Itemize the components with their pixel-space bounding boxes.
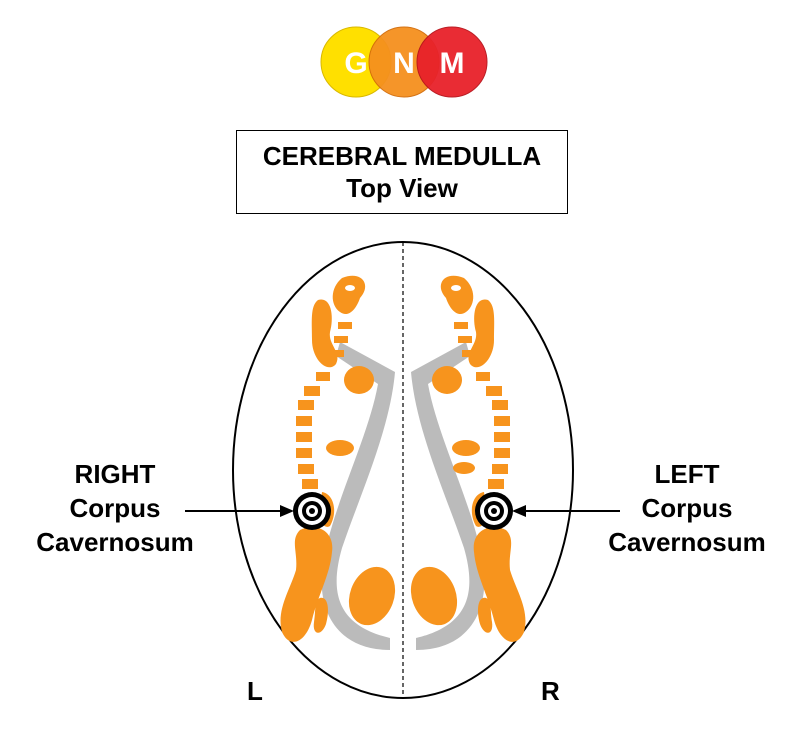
target-rings-icon [293, 492, 331, 530]
relay-big-oval-left [348, 566, 396, 626]
label-right-line-3: Cavernosum [608, 527, 766, 557]
target-rings-icon [475, 492, 513, 530]
relay-oval-right [452, 440, 480, 456]
relay-round-left [344, 366, 374, 394]
arrow-right [512, 505, 620, 517]
label-left-line-3: Cavernosum [36, 527, 194, 557]
title-line-2: Top View [346, 173, 458, 203]
relays-right [410, 275, 526, 642]
orientation-left: L [247, 676, 263, 706]
label-right-corpus-cavernosum: RIGHT Corpus Cavernosum [20, 457, 210, 559]
relay-lower-left [280, 526, 333, 642]
ventricle-left [321, 342, 395, 650]
gnm-logo: G N M [320, 26, 488, 98]
relay-bottom-bar-left [313, 597, 328, 633]
relay-top-left [332, 275, 366, 315]
relay-top-right [440, 275, 474, 315]
label-left-corpus-cavernosum: LEFT Corpus Cavernosum [592, 457, 782, 559]
label-left-line-1: RIGHT [74, 459, 156, 489]
title-box: CEREBRAL MEDULLA Top View [236, 130, 568, 214]
orientation-right: R [541, 676, 560, 706]
relay-round-right [432, 366, 462, 394]
label-right-line-1: LEFT [654, 459, 720, 489]
arrow-left [185, 505, 294, 517]
logo-letter-n: N [393, 47, 415, 80]
logo-letter-m: M [440, 47, 465, 80]
title-line-1: CEREBRAL MEDULLA [262, 141, 542, 171]
label-right-line-2: Corpus [641, 493, 733, 523]
relay-big-oval-right [410, 566, 458, 626]
logo-circle-m [416, 26, 488, 98]
label-left-line-2: Corpus [69, 493, 161, 523]
relay-small-oval-right [453, 462, 475, 474]
relays-left [280, 275, 396, 642]
relay-lower-right [473, 526, 526, 642]
relay-upper-curve-right [468, 299, 495, 368]
logo-letter-g: G [344, 47, 367, 80]
ventricle-right [411, 342, 485, 650]
relay-upper-curve-left [311, 299, 338, 368]
relay-oval-left [326, 440, 354, 456]
relay-hole-left [345, 285, 355, 291]
segments-left [296, 322, 352, 489]
relay-bottom-bar-right [478, 597, 493, 633]
relay-hole-right [451, 285, 461, 291]
